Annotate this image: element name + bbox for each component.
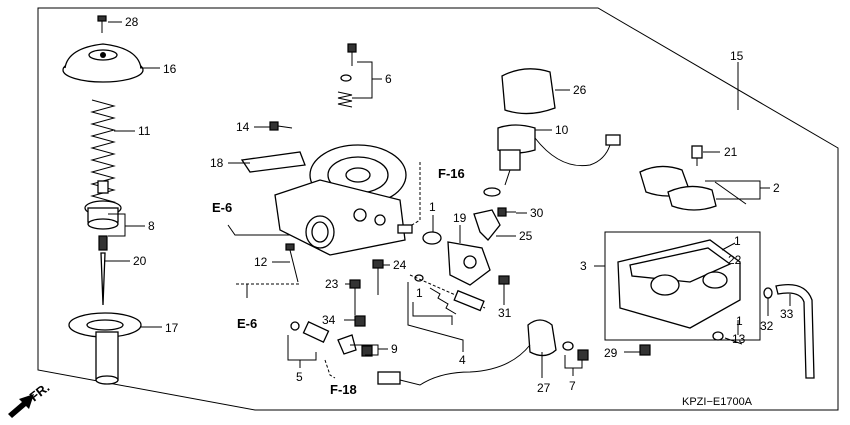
- label-16: 16: [163, 62, 177, 76]
- screw-23: [349, 279, 361, 315]
- front-arrow-icon: [8, 394, 34, 418]
- label-31: 31: [498, 306, 512, 320]
- label-34: 34: [322, 313, 336, 327]
- label-13: 13: [732, 332, 746, 346]
- screw-12: [285, 243, 299, 283]
- screw-34: [354, 315, 366, 327]
- drain-hose-33: [775, 283, 815, 379]
- float-chamber-frame: [604, 231, 761, 341]
- valve-body-19: [447, 241, 491, 286]
- ref-e6-top: E-6: [212, 200, 232, 215]
- float-valve-21: [691, 145, 703, 166]
- ref-e6-bottom: E-6: [237, 316, 257, 331]
- label-23: 23: [325, 277, 339, 291]
- label-32: 32: [760, 319, 774, 333]
- screw-31: [498, 275, 510, 296]
- valve-5: [290, 321, 330, 343]
- clamp-32: [763, 287, 773, 299]
- label-22: 22: [728, 253, 742, 267]
- screw-13: [712, 331, 743, 345]
- label-19: 19: [453, 211, 467, 225]
- jet-needle-20: [100, 252, 106, 306]
- screw-9: [337, 334, 373, 357]
- choke-cover-26: [501, 68, 556, 115]
- label-14: 14: [236, 120, 250, 134]
- diagram-border: [37, 7, 839, 411]
- float-chamber-3: [617, 239, 741, 329]
- gasket-1a: [422, 231, 442, 245]
- label-7: 7: [569, 379, 576, 393]
- screw-28: [97, 15, 107, 33]
- label-20: 20: [133, 254, 147, 268]
- label-3: 3: [580, 259, 587, 273]
- label-30: 30: [530, 206, 544, 220]
- screw-7: [562, 341, 589, 361]
- screw-24: [372, 259, 384, 295]
- diaphragm-17: [68, 312, 142, 385]
- label-11: 11: [138, 124, 151, 138]
- label-24: 24: [393, 258, 407, 272]
- mixture-kit-4: [409, 274, 486, 315]
- label-10: 10: [555, 123, 569, 137]
- screw-30: [497, 207, 516, 217]
- label-17: 17: [165, 321, 179, 335]
- label-28: 28: [125, 15, 139, 29]
- label-1-chamber: 1: [734, 234, 741, 248]
- label-27: 27: [537, 381, 551, 395]
- label-8: 8: [148, 219, 155, 233]
- auto-choke-10: [483, 124, 621, 197]
- label-1-screw: 1: [736, 314, 743, 328]
- label-2: 2: [773, 181, 780, 195]
- label-15: 15: [730, 49, 744, 63]
- diagram-code: KPZI−E1700A: [682, 396, 753, 408]
- ref-f16: F-16: [438, 166, 465, 181]
- label-29: 29: [604, 346, 618, 360]
- label-25: 25: [519, 229, 533, 243]
- needle-holder-8: [84, 180, 122, 251]
- label-4: 4: [459, 353, 466, 367]
- label-5: 5: [296, 370, 303, 384]
- float-2: [639, 165, 747, 211]
- label-18: 18: [210, 156, 224, 170]
- label-6: 6: [385, 72, 392, 86]
- screw-29: [639, 344, 651, 356]
- bracket-25: [473, 209, 501, 241]
- spring-11: [90, 99, 116, 209]
- label-12: 12: [254, 255, 268, 269]
- carburetor-body: [240, 144, 413, 256]
- screw-14: [269, 121, 293, 131]
- label-26: 26: [573, 83, 587, 97]
- label-33: 33: [780, 307, 794, 321]
- label-21: 21: [724, 145, 738, 159]
- screw-6: [337, 43, 357, 108]
- label-9: 9: [391, 342, 398, 356]
- diaphragm-cover-16: [62, 43, 144, 83]
- label-1-valve: 1: [429, 200, 436, 214]
- throttle-sensor-27: [377, 319, 557, 386]
- ref-f18: F-18: [330, 382, 357, 397]
- label-1-kit: 1: [416, 286, 423, 300]
